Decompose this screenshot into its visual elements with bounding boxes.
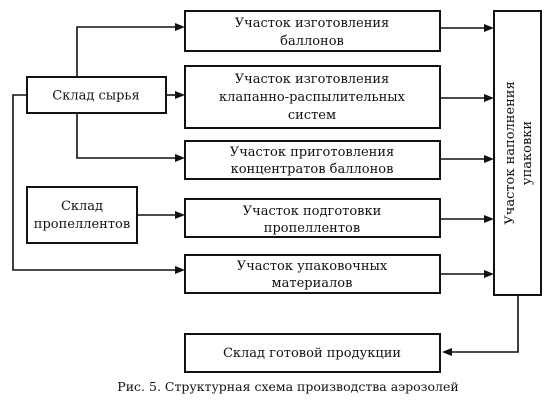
arrowhead-concentrate bbox=[175, 154, 185, 162]
raw-materials-label: Склад сырья bbox=[52, 89, 139, 104]
propellant-prep-line-2: пропеллентов bbox=[264, 221, 360, 236]
packaging-line-1: Участок упаковочных bbox=[237, 259, 388, 274]
arrow-filling-to-finished bbox=[450, 295, 519, 353]
arrow-raw-to-concentrate bbox=[76, 114, 177, 159]
node-finished-goods-store: Склад готовой продукции bbox=[184, 333, 441, 373]
valve-line-1: Участок изготовления bbox=[235, 72, 390, 87]
arrowhead-filling-1 bbox=[484, 24, 494, 32]
arrow-raw-to-balloon bbox=[76, 26, 177, 76]
node-propellant-preparation: Участок подготовки пропеллентов bbox=[184, 198, 441, 238]
propellant-store-line-2: пропеллентов bbox=[34, 217, 130, 232]
node-balloon-manufacturing: Участок изготовления баллонов bbox=[184, 10, 441, 52]
arrowhead-filling-3 bbox=[484, 155, 494, 163]
finished-goods-label: Склад готовой продукции bbox=[223, 346, 401, 361]
node-concentrate-preparation: Участок приготовления концентратов балло… bbox=[184, 140, 441, 180]
filling-line-2: упаковки bbox=[520, 121, 535, 185]
balloon-line-1: Участок изготовления bbox=[235, 16, 390, 31]
arrowhead-finished bbox=[442, 348, 452, 356]
arrowhead-filling-2 bbox=[484, 94, 494, 102]
arrowhead-packaging bbox=[175, 266, 185, 274]
figure-caption: Рис. 5. Структурная схема производства а… bbox=[117, 379, 458, 394]
arrow-raw-to-packaging bbox=[12, 94, 177, 271]
valve-line-2: клапанно-распылительных bbox=[219, 90, 406, 105]
propellant-store-line-1: Склад bbox=[61, 199, 103, 214]
arrowhead-filling-5 bbox=[484, 270, 494, 278]
node-raw-materials-store: Склад сырья bbox=[26, 76, 167, 114]
arrowhead-valve bbox=[175, 91, 185, 99]
node-valve-spray-systems: Участок изготовления клапанно-распылител… bbox=[184, 65, 441, 129]
concentrate-line-1: Участок приготовления bbox=[230, 145, 394, 160]
valve-line-3: систем bbox=[288, 108, 336, 123]
arrowhead-filling-4 bbox=[484, 215, 494, 223]
filling-line-1: Участок наполнения bbox=[503, 81, 518, 224]
concentrate-line-2: концентратов баллонов bbox=[231, 162, 394, 177]
node-packaging-materials: Участок упаковочных материалов bbox=[184, 254, 441, 294]
packaging-line-2: материалов bbox=[272, 276, 353, 291]
propellant-prep-line-1: Участок подготовки bbox=[243, 204, 382, 219]
arrowhead-balloon bbox=[175, 23, 185, 31]
arrowhead-propellant-prep bbox=[175, 211, 185, 219]
balloon-line-2: баллонов bbox=[280, 34, 344, 49]
node-filling-packaging: Участок наполнения упаковки bbox=[493, 10, 542, 296]
node-propellant-store: Склад пропеллентов bbox=[26, 186, 138, 244]
